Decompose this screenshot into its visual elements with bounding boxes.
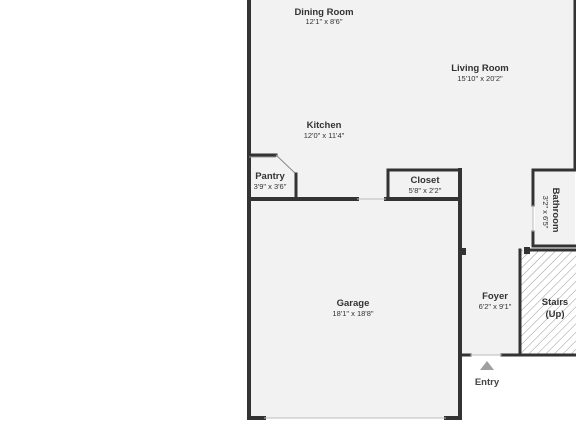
room-name-pantry: Pantry [255,171,285,182]
bathroom-floor [535,171,575,246]
room-dims-bathroom: 3'2" x 6'5" [541,196,550,229]
floor-areas [249,0,576,418]
walls [247,0,576,420]
wall-stub [524,247,530,254]
room-name-living: Living Room [451,63,509,74]
bathroom-dims-label: 3'2" x 6'5" [541,196,550,229]
room-name-bathroom: Bathroom [550,188,561,233]
bathroom-label: Bathroom [550,188,561,233]
room-dims-pantry: 3'9" x 3'6" [254,182,287,191]
entry-arrow-icon [480,361,494,370]
room-dims-dining: 12'1" x 8'6" [306,17,343,26]
room-name-closet: Closet [410,175,440,186]
wall-stub [460,248,466,255]
room-name-stairs-up: (Up) [546,309,565,320]
room-dims-living: 15'10" x 20'2" [457,74,503,83]
garage-floor [249,199,460,418]
room-name-dining: Dining Room [294,7,353,18]
stairs-area [520,250,576,354]
room-name-garage: Garage [337,298,370,309]
room-name-stairs: Stairs [542,297,568,308]
entry-label: Entry [475,377,500,388]
room-dims-garage: 18'1" x 18'8" [332,309,373,318]
room-name-kitchen: Kitchen [307,120,342,131]
room-dims-foyer: 6'2" x 9'1" [479,302,512,311]
room-name-foyer: Foyer [482,291,508,302]
room-dims-kitchen: 12'0" x 11'4" [304,131,345,140]
room-dims-closet: 5'8" x 2'2" [409,186,442,195]
openings [249,156,534,419]
main-floor [249,0,575,355]
